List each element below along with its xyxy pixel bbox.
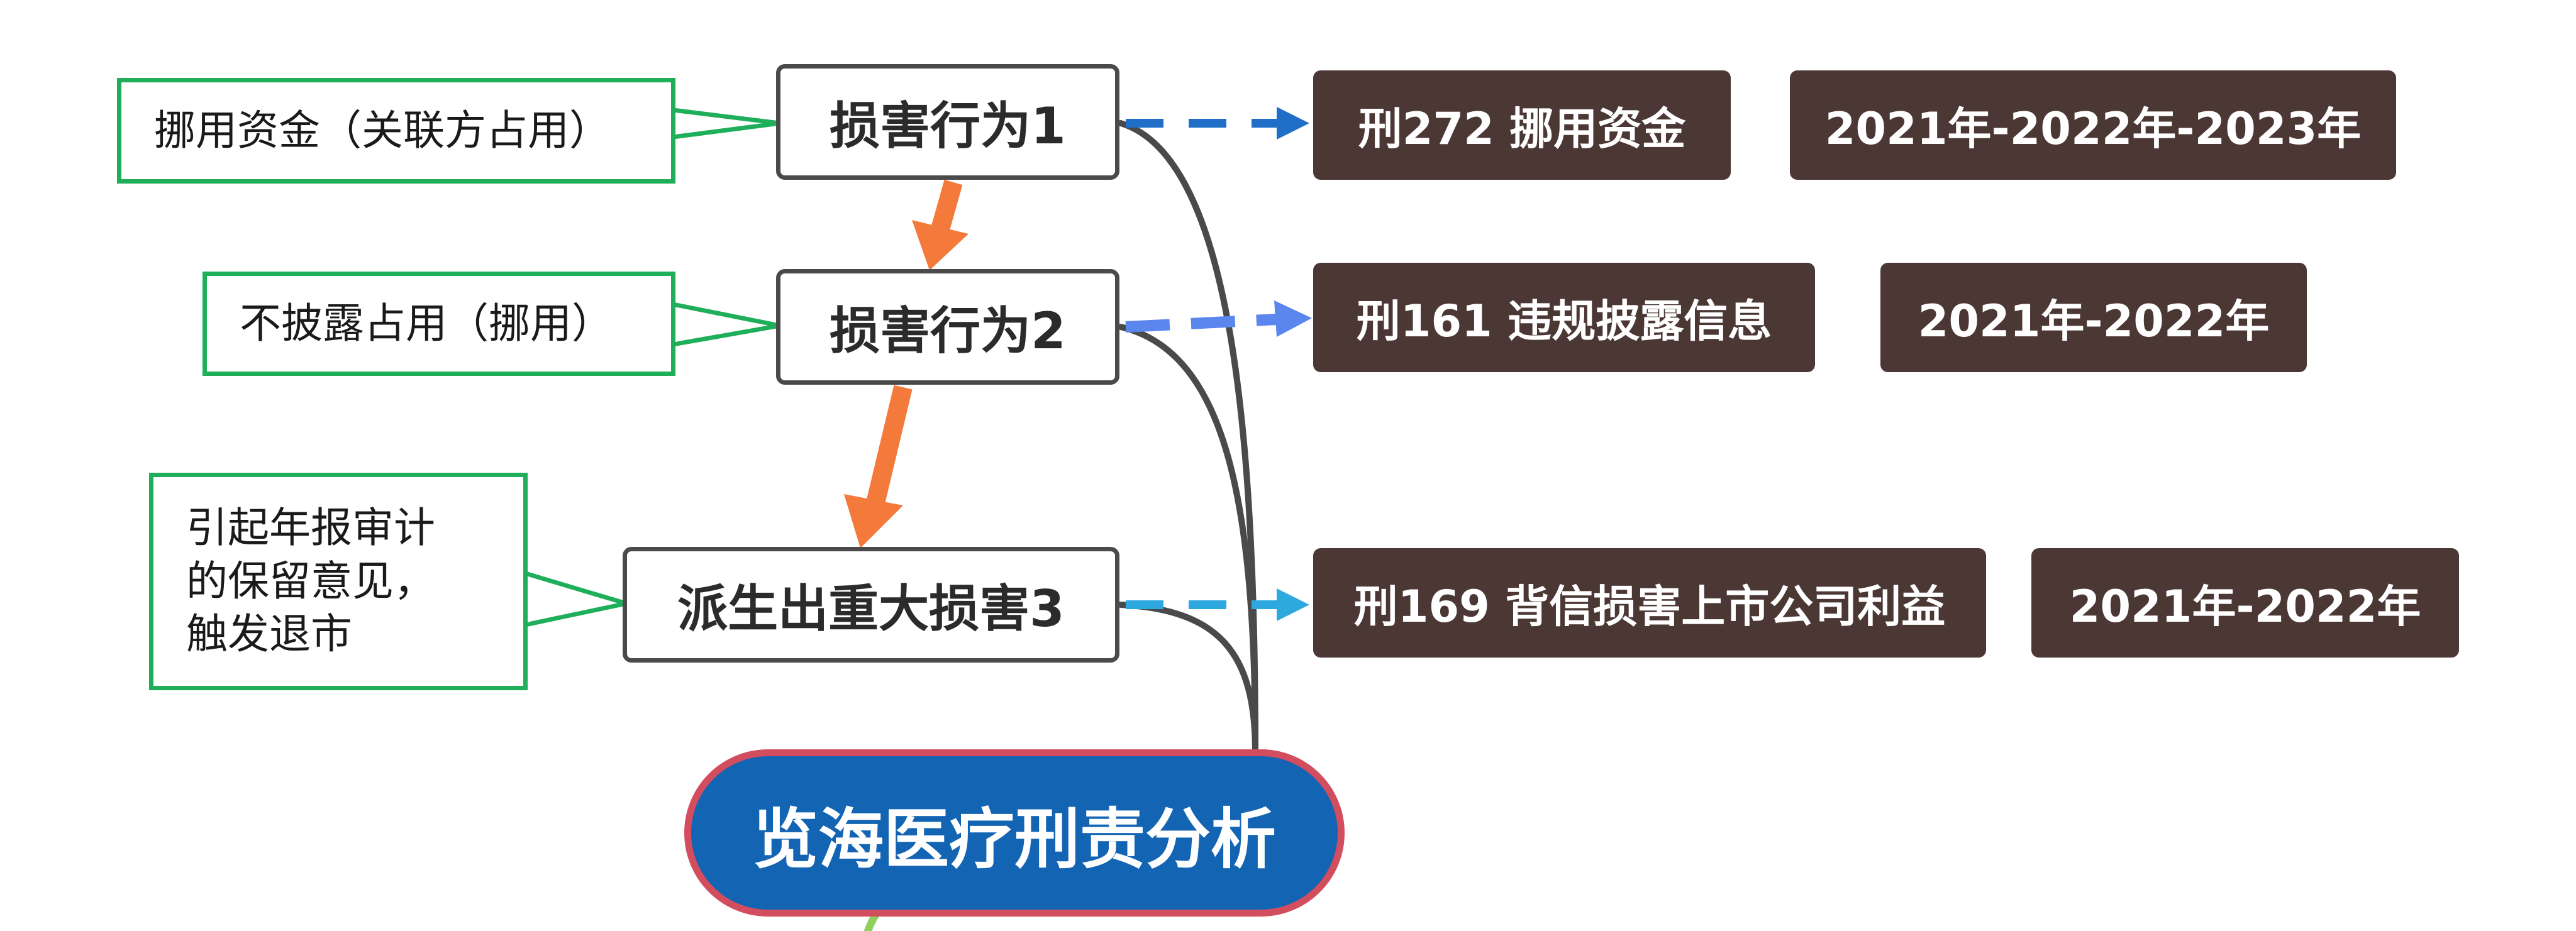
dash-arrow-1-head [1277, 107, 1309, 140]
node-harmful-act-2[interactable]: 损害行为2 [776, 269, 1119, 385]
note-3-text: 引起年报审计 的保留意见， 触发退市 [186, 504, 435, 659]
charge-tag-2[interactable]: 刑161 违规披露信息 [1313, 263, 1815, 372]
central-topic-label: 览海医疗刑责分析 [752, 800, 1276, 878]
note-nondisclosure: 不披露占用（挪用） [203, 272, 675, 376]
node-2-label: 损害行为2 [830, 302, 1066, 360]
charge-1-label: 刑272 挪用资金 [1358, 102, 1686, 155]
charge-2-label: 刑161 违规披露信息 [1356, 295, 1772, 347]
node-derived-major-harm-3[interactable]: 派生出重大损害3 [623, 547, 1119, 663]
dash-arrow-2 [1125, 314, 1277, 333]
years-tag-2[interactable]: 2021年-2022年 [1880, 263, 2307, 372]
connector-central-node-2 [1118, 324, 1258, 755]
years-tag-1[interactable]: 2021年-2022年-2023年 [1790, 70, 2396, 180]
note-1-pointer [670, 107, 780, 140]
flow-arrow-1-2 [930, 179, 963, 234]
bottom-branch-stub [864, 912, 879, 931]
dash-arrow-3-head [1277, 588, 1309, 621]
years-1-label: 2021年-2022年-2023年 [1824, 102, 2362, 155]
flow-arrow-2-3 [866, 385, 913, 505]
charge-3-label: 刑169 背信损害上市公司利益 [1353, 580, 1946, 632]
node-harmful-act-1[interactable]: 损害行为1 [776, 64, 1119, 180]
note-misappropriation: 挪用资金（关联方占用） [117, 78, 675, 184]
flow-arrow-1-2-head [912, 220, 969, 270]
charge-tag-3[interactable]: 刑169 背信损害上市公司利益 [1313, 548, 1986, 658]
flow-arrow-2-3-head [844, 494, 903, 548]
node-3-label: 派生出重大损害3 [677, 580, 1065, 638]
note-2-pointer [670, 301, 780, 348]
note-3-pointer [523, 570, 627, 628]
note-1-text: 挪用资金（关联方占用） [154, 106, 611, 155]
note-audit-delisting: 引起年报审计 的保留意见， 触发退市 [149, 473, 528, 690]
connector-central-node-3 [1118, 602, 1258, 755]
central-topic[interactable]: 览海医疗刑责分析 [684, 749, 1345, 917]
years-2-label: 2021年-2022年 [1918, 295, 2270, 347]
note-2-text: 不披露占用（挪用） [240, 299, 613, 348]
charge-tag-1[interactable]: 刑272 挪用资金 [1313, 70, 1731, 180]
years-3-label: 2021年-2022年 [2069, 580, 2421, 632]
dash-arrow-2-head [1274, 300, 1312, 337]
years-tag-3[interactable]: 2021年-2022年 [2031, 548, 2459, 658]
node-1-label: 损害行为1 [830, 97, 1066, 155]
